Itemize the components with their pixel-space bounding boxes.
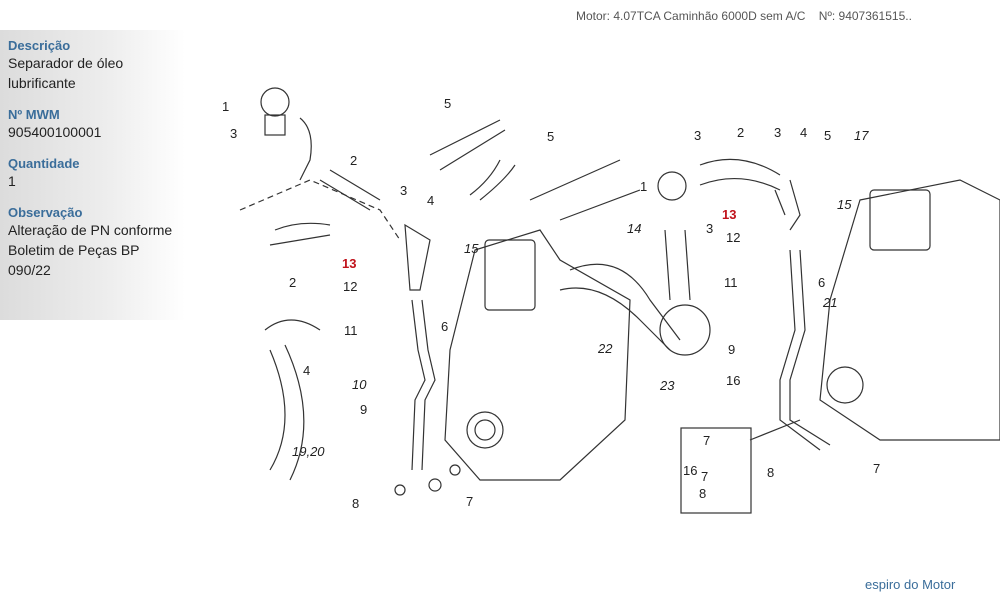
callout: 9 (728, 342, 736, 357)
quantity-value: 1 (8, 173, 16, 189)
callout: 7 (873, 461, 881, 476)
callout: 11 (344, 323, 358, 338)
description-value: Separador de óleo lubrificante (8, 55, 124, 91)
engine-block-left (444, 229, 631, 481)
callout: 2 (737, 125, 745, 140)
diagram-link[interactable]: espiro do Motor (865, 577, 956, 592)
exploded-parts-diagram (239, 87, 1000, 514)
part-details-panel: Descrição Separador de óleo lubrificante… (0, 30, 185, 320)
callout: 2 (350, 153, 358, 168)
callout: 7 (466, 494, 474, 509)
callout: 3 (774, 125, 782, 140)
callout: 21 (823, 295, 838, 310)
note-value: Alteração de PN conforme Boletim de Peça… (8, 222, 173, 278)
callout: 3 (230, 126, 238, 141)
mwm-label: Nº MWM (8, 107, 60, 122)
callout: 9 (360, 402, 368, 417)
callout: 8 (767, 465, 775, 480)
description-label: Descrição (8, 38, 71, 53)
callout: 10 (352, 377, 367, 392)
callout: 14 (627, 221, 642, 236)
callout: 4 (303, 363, 311, 378)
callout: 12 (726, 230, 741, 245)
callout: 2 (289, 275, 297, 290)
callout: 8 (699, 486, 707, 501)
callout: 5 (824, 128, 832, 143)
engine-block-right (819, 179, 1000, 441)
engine-number: Nº: 9407361515.. (818, 9, 912, 23)
callout: 16 (683, 463, 698, 478)
callout: 6 (818, 275, 826, 290)
callout: 8 (352, 496, 360, 511)
callout: 23 (660, 378, 675, 393)
callout: 4 (427, 193, 435, 208)
note-label: Observação (8, 205, 83, 220)
callout: 4 (800, 125, 808, 140)
callout: 6 (441, 319, 449, 334)
callout: 7 (701, 469, 709, 484)
callout: 22 (598, 341, 613, 356)
callout: 3 (400, 183, 408, 198)
engine-header: Motor: 4.07TCA Caminhão 6000D sem A/C Nº… (576, 9, 922, 23)
callout-highlighted: 13 (342, 256, 357, 271)
callout: 1 (222, 99, 230, 114)
callout: 3 (694, 128, 702, 143)
callout: 3 (706, 221, 714, 236)
detail-inset (680, 427, 752, 514)
motor-model: Motor: 4.07TCA Caminhão 6000D sem A/C (576, 9, 806, 23)
callout: 17 (854, 128, 869, 143)
callout: 5 (444, 96, 452, 111)
quantity-label: Quantidade (8, 156, 80, 171)
callout: 12 (343, 279, 358, 294)
callout: 5 (547, 129, 555, 144)
callout: 15 (837, 197, 852, 212)
callout: 11 (724, 275, 738, 290)
callout: 15 (464, 241, 479, 256)
callout: 19,20 (292, 444, 325, 459)
callout-highlighted: 13 (722, 207, 737, 222)
mwm-value: 905400100001 (8, 124, 102, 140)
callout: 16 (726, 373, 741, 388)
callout: 7 (703, 433, 711, 448)
callout: 1 (640, 179, 648, 194)
